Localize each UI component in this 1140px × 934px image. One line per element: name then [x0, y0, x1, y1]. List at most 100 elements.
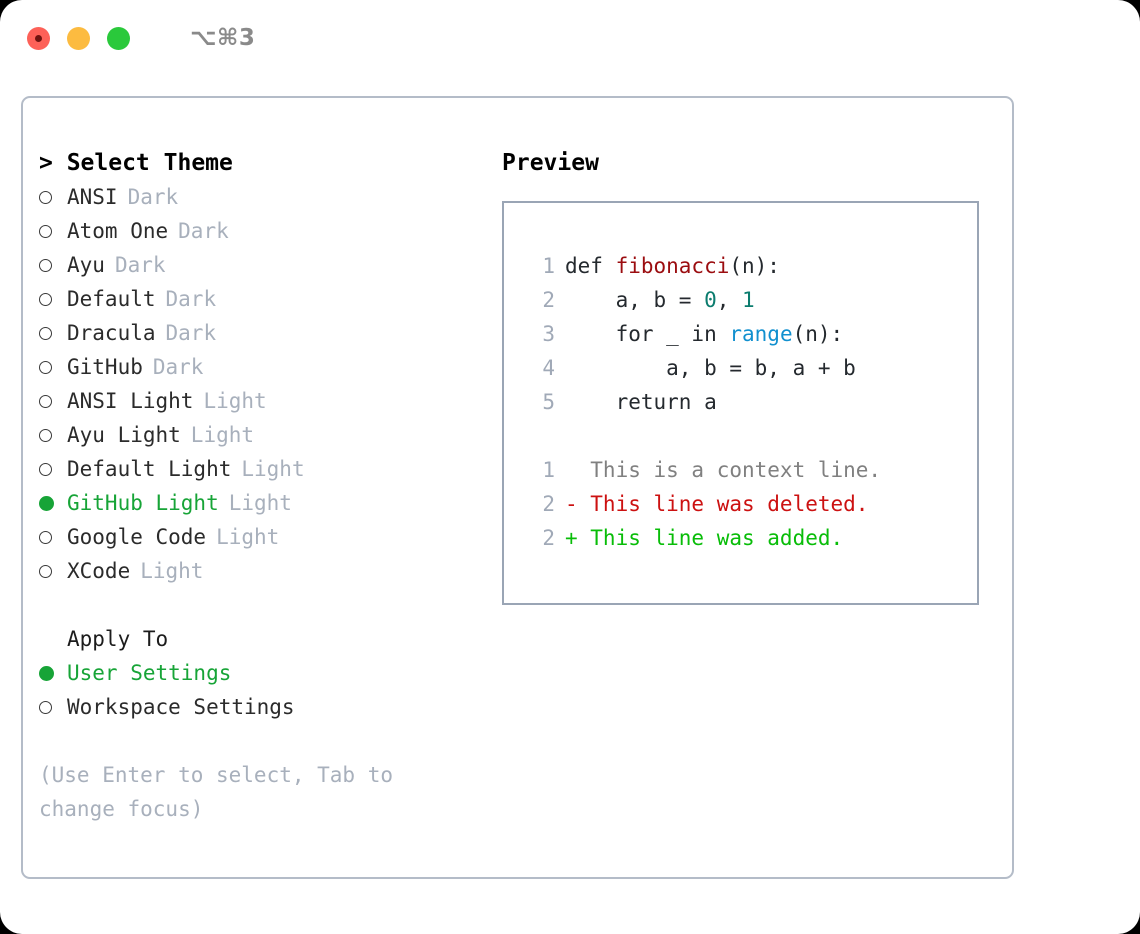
- theme-variant-tag: Light: [190, 423, 255, 447]
- zoom-button[interactable]: [107, 26, 130, 50]
- code-line-content: + This line was added.: [565, 521, 843, 555]
- theme-item[interactable]: ANSI Light Light: [39, 384, 479, 418]
- apply-to-item[interactable]: Workspace Settings: [39, 690, 479, 724]
- select-theme-heading: > Select Theme: [39, 150, 233, 176]
- radio-glyph: [39, 326, 52, 340]
- apply-to-label: User Settings: [67, 661, 232, 685]
- radio-unselected-icon[interactable]: [39, 462, 58, 476]
- line-number: 1: [542, 458, 555, 482]
- code-token-plain: (n):: [792, 322, 844, 346]
- theme-item[interactable]: Ayu Dark: [39, 248, 479, 282]
- theme-label: ANSI: [67, 185, 118, 209]
- radio-unselected-icon[interactable]: [39, 530, 58, 544]
- code-token-plain: a, b =: [565, 288, 705, 312]
- radio-unselected-icon[interactable]: [39, 700, 58, 714]
- line-number: 2: [542, 492, 555, 516]
- theme-variant-tag: Dark: [114, 253, 166, 277]
- code-line-content: return a: [565, 385, 717, 419]
- theme-label: Default Light: [67, 457, 232, 481]
- radio-selected-icon[interactable]: [39, 495, 58, 511]
- theme-variant-tag: Light: [216, 525, 280, 549]
- minimize-button[interactable]: [67, 26, 90, 50]
- line-number: 3: [542, 322, 555, 346]
- code-token-del: - This line was deleted.: [565, 492, 869, 516]
- theme-label: Ayu: [67, 253, 105, 277]
- preview-heading: Preview: [502, 150, 599, 176]
- keyboard-hint-text: (Use Enter to select, Tab to change focu…: [39, 763, 394, 821]
- radio-glyph: [39, 190, 52, 204]
- line-number: 2: [542, 526, 555, 550]
- radio-unselected-icon[interactable]: [39, 224, 58, 238]
- theme-label: ANSI Light: [67, 389, 194, 413]
- titlebar: ⌥⌘3: [0, 0, 1140, 76]
- radio-glyph: [39, 360, 52, 374]
- apply-to-label: Workspace Settings: [67, 695, 295, 719]
- theme-label: GitHub: [67, 355, 143, 379]
- theme-item[interactable]: Default Dark: [39, 282, 479, 316]
- code-line: 3 for _ in range(n):: [525, 317, 977, 351]
- theme-label: XCode: [67, 559, 131, 583]
- apply-to-item[interactable]: User Settings: [39, 656, 479, 690]
- radio-glyph: [39, 665, 54, 681]
- theme-variant-tag: Dark: [127, 185, 179, 209]
- radio-glyph: [39, 258, 52, 272]
- close-button[interactable]: [27, 26, 50, 50]
- line-number: 4: [542, 356, 555, 380]
- theme-label: Default: [67, 287, 156, 311]
- code-line: 2 a, b = 0, 1: [525, 283, 977, 317]
- radio-unselected-icon[interactable]: [39, 326, 58, 340]
- theme-variant-tag: Dark: [165, 287, 217, 311]
- radio-unselected-icon[interactable]: [39, 564, 58, 578]
- code-token-ctx: This is a context line.: [565, 458, 882, 482]
- radio-glyph: [39, 428, 52, 442]
- code-line-content: def fibonacci(n):: [565, 249, 780, 283]
- code-token-add: + This line was added.: [565, 526, 844, 550]
- code-line: 2 + This line was added.: [525, 521, 977, 555]
- code-token-plain: return a: [565, 390, 717, 414]
- radio-selected-icon[interactable]: [39, 665, 58, 681]
- code-line: 4 a, b = b, a + b: [525, 351, 977, 385]
- radio-unselected-icon[interactable]: [39, 360, 58, 374]
- code-line-content: a, b = b, a + b: [565, 351, 856, 385]
- radio-unselected-icon[interactable]: [39, 428, 58, 442]
- code-token-plain: for _ in: [565, 322, 730, 346]
- code-line: 2 - This line was deleted.: [525, 487, 977, 521]
- theme-variant-tag: Light: [241, 457, 305, 481]
- code-token-plain: ,: [716, 288, 743, 312]
- radio-glyph: [39, 530, 52, 544]
- code-token-plain: def: [565, 254, 616, 278]
- radio-unselected-icon[interactable]: [39, 292, 58, 306]
- radio-unselected-icon[interactable]: [39, 258, 58, 272]
- code-diff-gap: [525, 419, 977, 453]
- radio-unselected-icon[interactable]: [39, 394, 58, 408]
- radio-glyph: [39, 564, 52, 578]
- code-token-plain: (n):: [729, 254, 780, 278]
- theme-label: Dracula: [67, 321, 156, 345]
- theme-variant-tag: Light: [228, 491, 292, 515]
- theme-item[interactable]: ANSI Dark: [39, 180, 479, 214]
- theme-item[interactable]: Default Light Light: [39, 452, 479, 486]
- list-spacer: [39, 588, 479, 622]
- theme-variant-tag: Light: [203, 389, 267, 413]
- radio-unselected-icon[interactable]: [39, 190, 58, 204]
- radio-glyph: [39, 394, 52, 408]
- code-token-num: 1: [742, 288, 755, 312]
- code-token-func: fibonacci: [615, 254, 730, 278]
- diff-preview-block: 1 This is a context line. 2 - This line wa…: [525, 453, 977, 555]
- code-line-content: for _ in range(n):: [565, 317, 844, 351]
- code-line-content: This is a context line.: [565, 453, 881, 487]
- code-line: 1 This is a context line.: [525, 453, 977, 487]
